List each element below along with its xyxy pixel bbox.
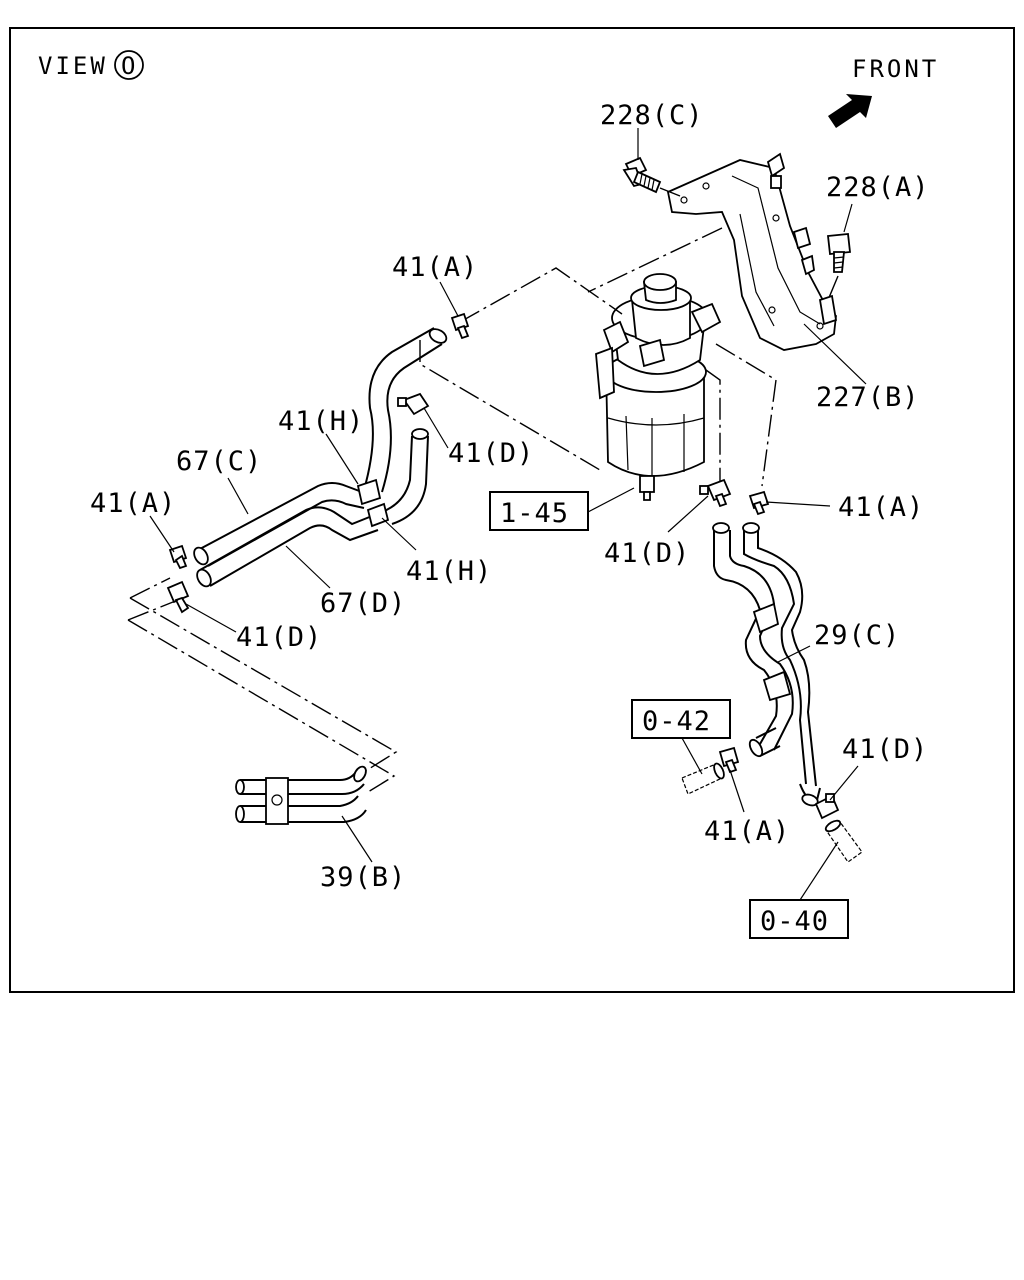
clamp-41a-low	[718, 746, 740, 774]
centerline-filter-left	[419, 340, 601, 471]
centerline-bracket-front	[587, 227, 723, 293]
ref-0-40: 0-40	[760, 906, 829, 937]
callout-41a-low: 41(A)	[704, 816, 790, 847]
pipe-stub-0-42	[681, 762, 725, 795]
callout-41a-right: 41(A)	[838, 492, 924, 523]
centerline-39b-mid	[127, 599, 179, 621]
pipe-39b	[235, 765, 367, 825]
centerline-228c	[659, 187, 681, 197]
front-arrow-icon	[828, 94, 872, 128]
callout-41d-left: 41(D)	[236, 622, 322, 653]
hose-lower-bend	[366, 428, 429, 528]
leader-41h-low	[381, 517, 417, 551]
leader-41d-mid	[423, 407, 449, 449]
front-label: FRONT	[852, 55, 939, 83]
bracket-227b	[666, 152, 838, 351]
clamp-41d-left	[166, 580, 190, 614]
leader-41d-left	[185, 603, 237, 633]
clamp-41a-right	[748, 490, 770, 516]
clamp-41d-center	[699, 478, 732, 508]
leader-67c	[227, 477, 249, 515]
fuel-filter-1-45	[595, 273, 722, 501]
view-circle	[114, 50, 144, 80]
callout-41a-left: 41(A)	[90, 488, 176, 519]
ref-0-42: 0-42	[642, 706, 711, 737]
pipe-stub-0-40	[824, 819, 863, 863]
leader-41a-left	[149, 515, 175, 553]
leader-41a-right	[765, 501, 831, 507]
leader-41d-center	[667, 495, 709, 533]
callout-228a: 228(A)	[826, 172, 930, 203]
leader-29c	[777, 645, 811, 663]
diagram-frame	[9, 27, 1015, 993]
leader-41a-top	[439, 281, 459, 317]
callout-67c: 67(C)	[176, 446, 262, 477]
clamp-41d-lowright	[814, 793, 840, 820]
callout-29c: 29(C)	[814, 620, 900, 651]
callout-39b: 39(B)	[320, 862, 406, 893]
callout-41h-top: 41(H)	[278, 406, 364, 437]
view-letter: O	[121, 52, 135, 80]
centerline-filter-top	[459, 267, 623, 323]
centerline-filter-right	[705, 369, 721, 484]
clamp-41d-mid	[397, 392, 430, 416]
centerline-228a	[827, 275, 839, 301]
leader-228a	[843, 203, 853, 233]
callout-41d-lowright: 41(D)	[842, 734, 928, 765]
bolt-228a	[827, 233, 851, 273]
callout-41a-top: 41(A)	[392, 252, 478, 283]
view-label: VIEW	[38, 52, 108, 80]
leader-1-45	[587, 487, 635, 513]
hose-67c	[193, 482, 365, 567]
centerline-39b-back	[127, 619, 396, 793]
callout-67d: 67(D)	[320, 588, 406, 619]
centerline-filter-bracket	[715, 343, 777, 487]
leader-41d-lowright	[829, 765, 859, 801]
callout-227b: 227(B)	[816, 382, 920, 413]
centerline-39b-upper	[129, 577, 171, 599]
leader-41a-low	[729, 769, 745, 813]
clamp-41a-top	[450, 312, 470, 340]
bolt-228c	[622, 156, 662, 194]
ref-box-0-40	[749, 899, 849, 939]
leader-67d	[285, 545, 331, 589]
leader-0-42	[681, 737, 703, 775]
hose-29c	[712, 522, 821, 807]
callout-228c: 228(C)	[600, 100, 704, 131]
leader-39b	[341, 815, 373, 863]
callout-41h-low: 41(H)	[406, 556, 492, 587]
leader-227b	[803, 323, 867, 385]
hose-upper-bend	[356, 327, 448, 506]
callout-41d-center: 41(D)	[604, 538, 690, 569]
callout-41d-mid: 41(D)	[448, 438, 534, 469]
ref-1-45: 1-45	[500, 498, 569, 529]
leader-0-40	[799, 841, 839, 901]
ref-box-0-42	[631, 699, 731, 739]
leader-41h-top	[325, 433, 359, 485]
ref-box-1-45	[489, 491, 589, 531]
clamp-41a-left	[168, 544, 188, 570]
hose-67d	[196, 506, 379, 588]
